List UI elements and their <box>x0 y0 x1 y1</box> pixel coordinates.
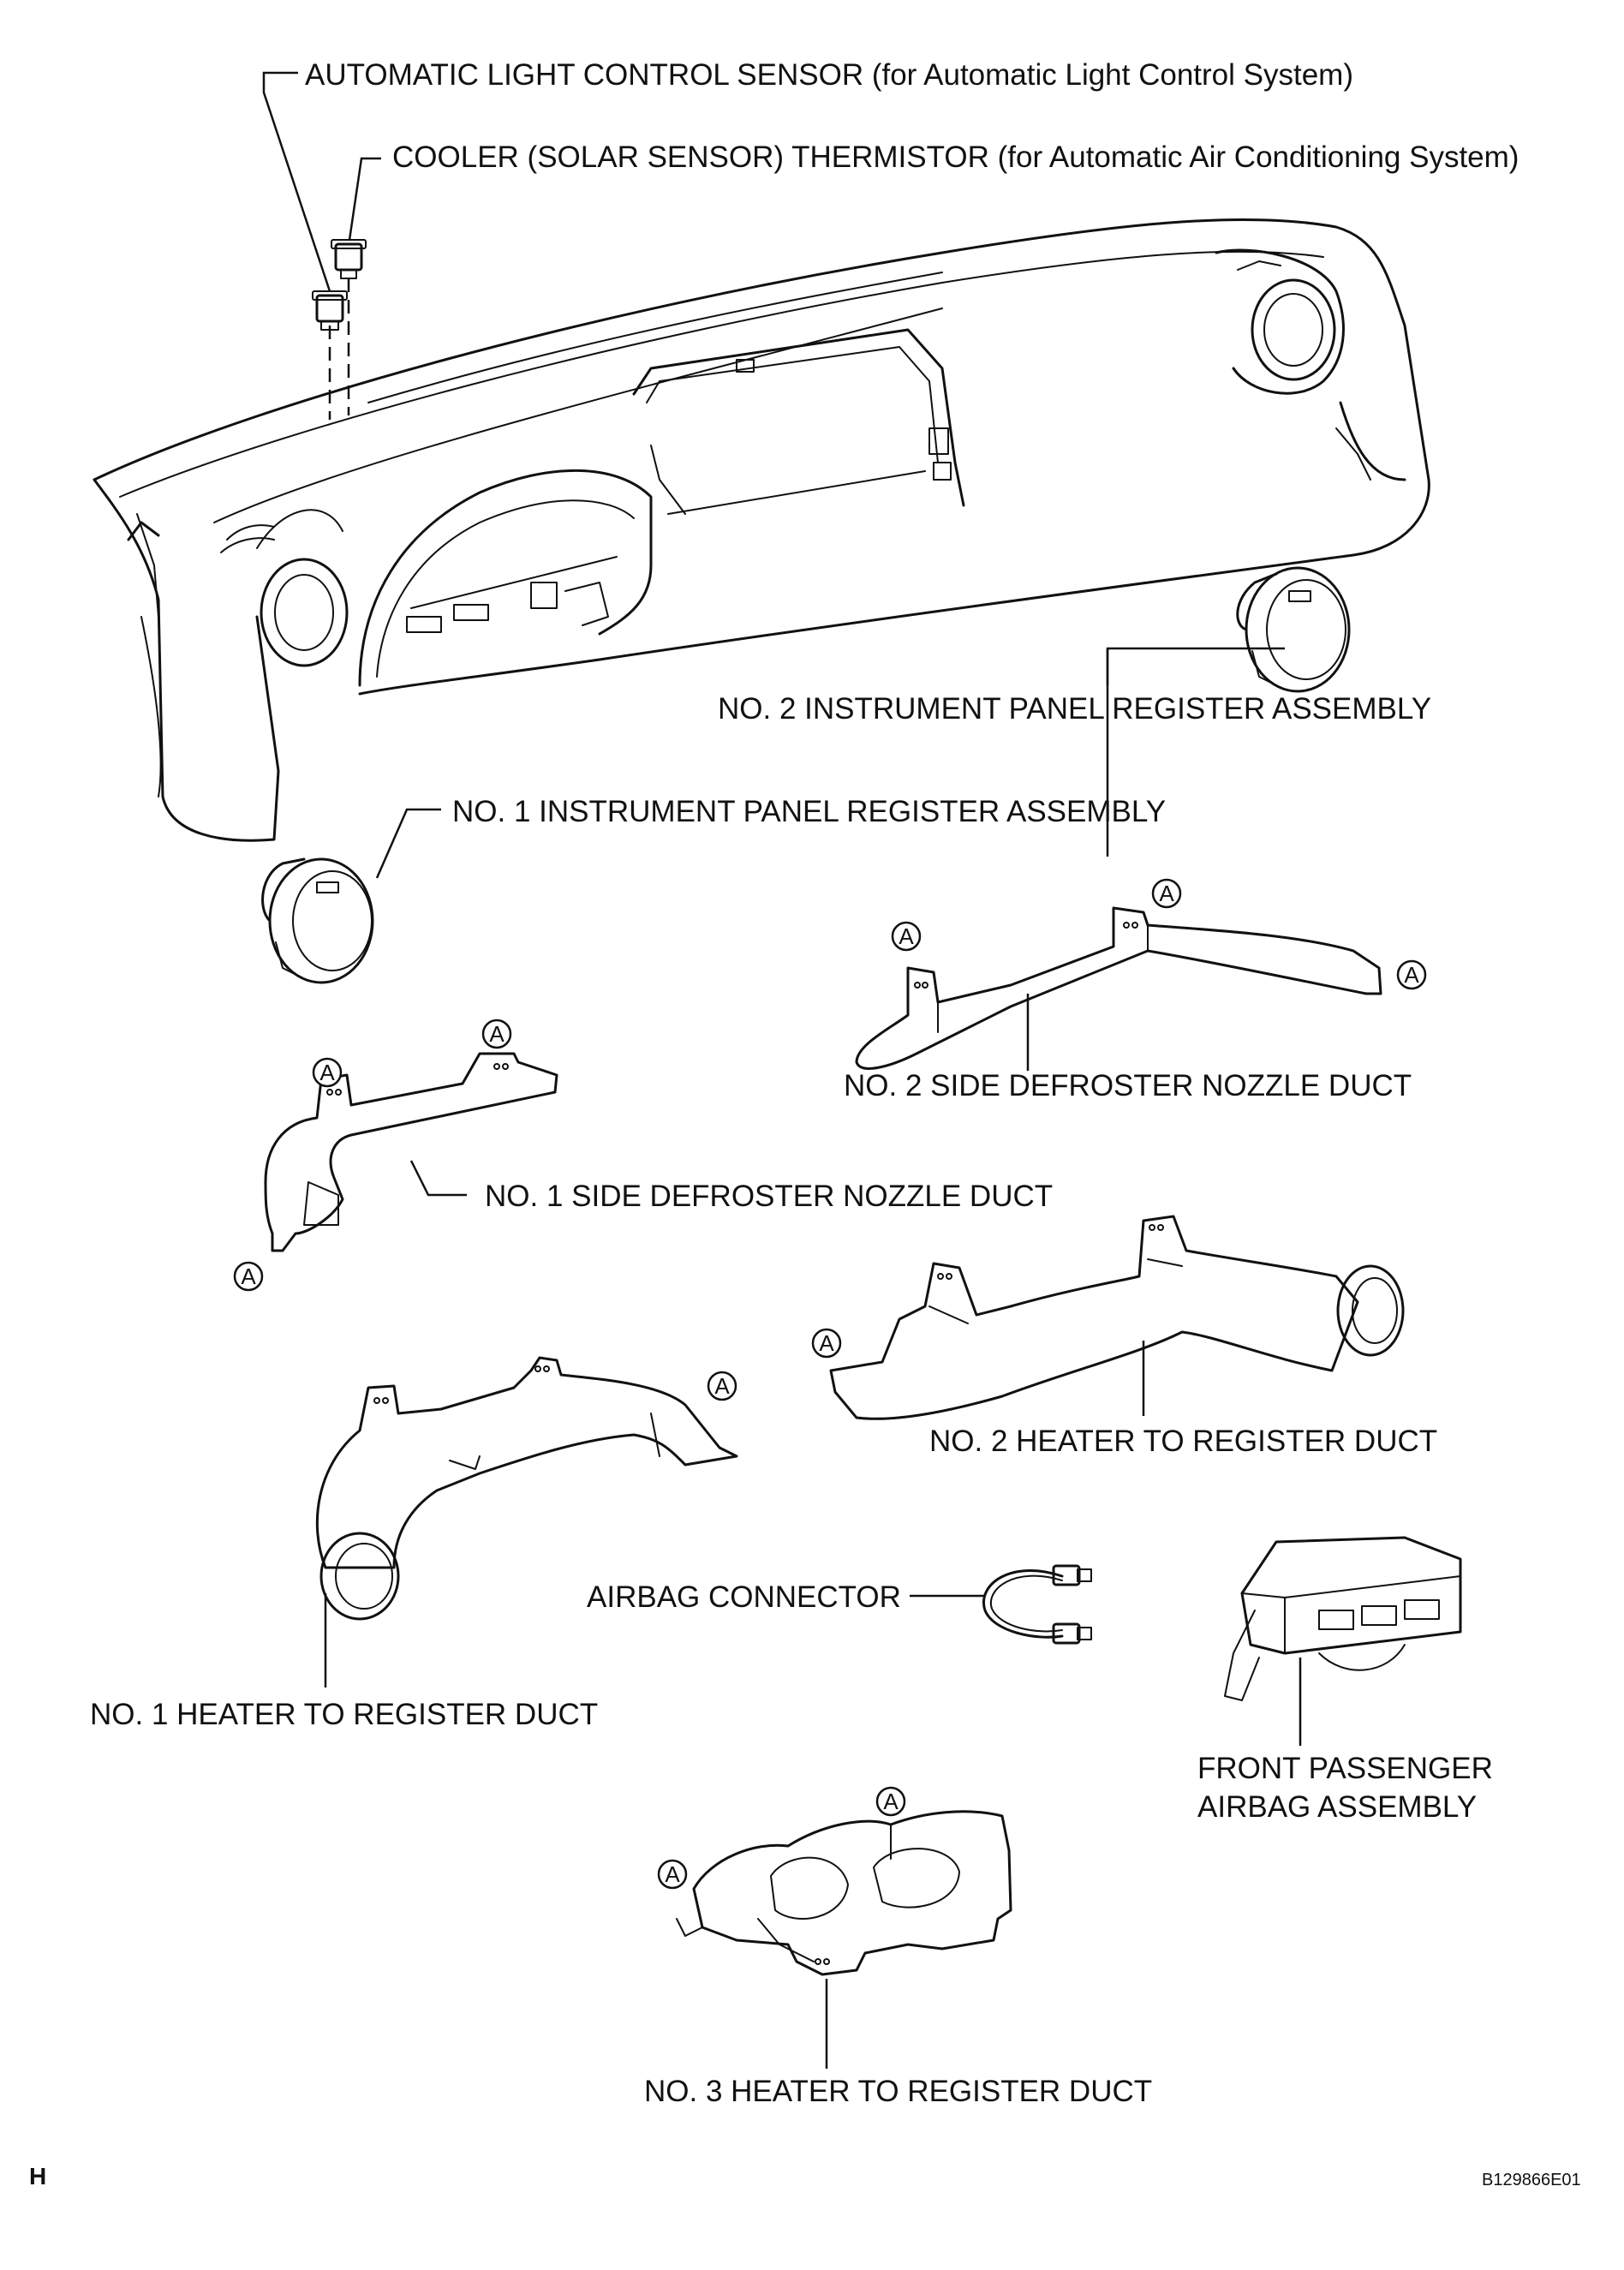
instrument-panel-drawing <box>93 218 1430 842</box>
clip-marker: A <box>1396 959 1427 990</box>
light-control-sensor-part <box>312 290 348 331</box>
figure-code: B129866E01 <box>1482 2171 1581 2189</box>
label-airbag-connector: AIRBAG CONNECTOR <box>587 1580 901 1614</box>
svg-text:A: A <box>883 1789 899 1814</box>
label-side-defroster-no1: NO. 1 SIDE DEFROSTER NOZZLE DUCT <box>485 1180 1054 1213</box>
clip-marker: A <box>811 1328 842 1359</box>
label-passenger-airbag-line1: FRONT PASSENGER <box>1197 1752 1493 1785</box>
svg-text:A: A <box>489 1021 505 1047</box>
clip-marker: A <box>875 1786 906 1817</box>
corner-letter: H <box>29 2163 47 2189</box>
clip-marker: A <box>891 921 922 952</box>
clip-marker: A <box>312 1057 343 1088</box>
label-solar-sensor: COOLER (SOLAR SENSOR) THERMISTOR (for Au… <box>392 140 1520 174</box>
heater-duct-no3-part <box>676 1810 1012 1976</box>
clip-marker: A <box>657 1859 688 1890</box>
svg-text:A: A <box>899 923 914 949</box>
side-defroster-no1-part <box>264 1052 558 1252</box>
passenger-airbag-part <box>1224 1536 1462 1701</box>
clip-markers: A A A A A A A A A A <box>233 878 1427 1890</box>
airbag-connector-part <box>982 1564 1092 1645</box>
label-register-no2: NO. 2 INSTRUMENT PANEL REGISTER ASSEMBLY <box>718 692 1432 726</box>
clip-marker: A <box>707 1371 737 1401</box>
label-light-control-sensor: AUTOMATIC LIGHT CONTROL SENSOR (for Auto… <box>305 58 1353 92</box>
clip-marker: A <box>1151 878 1182 909</box>
heater-duct-no1-part <box>315 1356 738 1621</box>
clip-marker: A <box>233 1261 264 1292</box>
label-heater-duct-no1: NO. 1 HEATER TO REGISTER DUCT <box>90 1698 599 1731</box>
register-no2-part <box>1236 566 1351 693</box>
clip-marker: A <box>481 1019 512 1049</box>
svg-text:A: A <box>819 1330 834 1356</box>
svg-text:A: A <box>665 1861 680 1887</box>
label-register-no1: NO. 1 INSTRUMENT PANEL REGISTER ASSEMBLY <box>452 795 1167 828</box>
register-no1-part <box>261 857 374 984</box>
svg-text:A: A <box>1159 881 1174 906</box>
svg-text:A: A <box>319 1060 335 1085</box>
label-heater-duct-no3: NO. 3 HEATER TO REGISTER DUCT <box>644 2075 1153 2108</box>
svg-text:A: A <box>241 1263 256 1289</box>
svg-text:A: A <box>1404 962 1419 988</box>
label-heater-duct-no2: NO. 2 HEATER TO REGISTER DUCT <box>929 1425 1438 1458</box>
leader-lines <box>262 71 1302 2069</box>
label-side-defroster-no2: NO. 2 SIDE DEFROSTER NOZZLE DUCT <box>844 1069 1412 1102</box>
heater-duct-no2-part <box>829 1215 1405 1420</box>
label-passenger-airbag-line2: AIRBAG ASSEMBLY <box>1197 1790 1478 1824</box>
solar-sensor-part <box>331 239 367 279</box>
svg-text:A: A <box>714 1373 730 1399</box>
side-defroster-no2-part <box>855 906 1382 1070</box>
